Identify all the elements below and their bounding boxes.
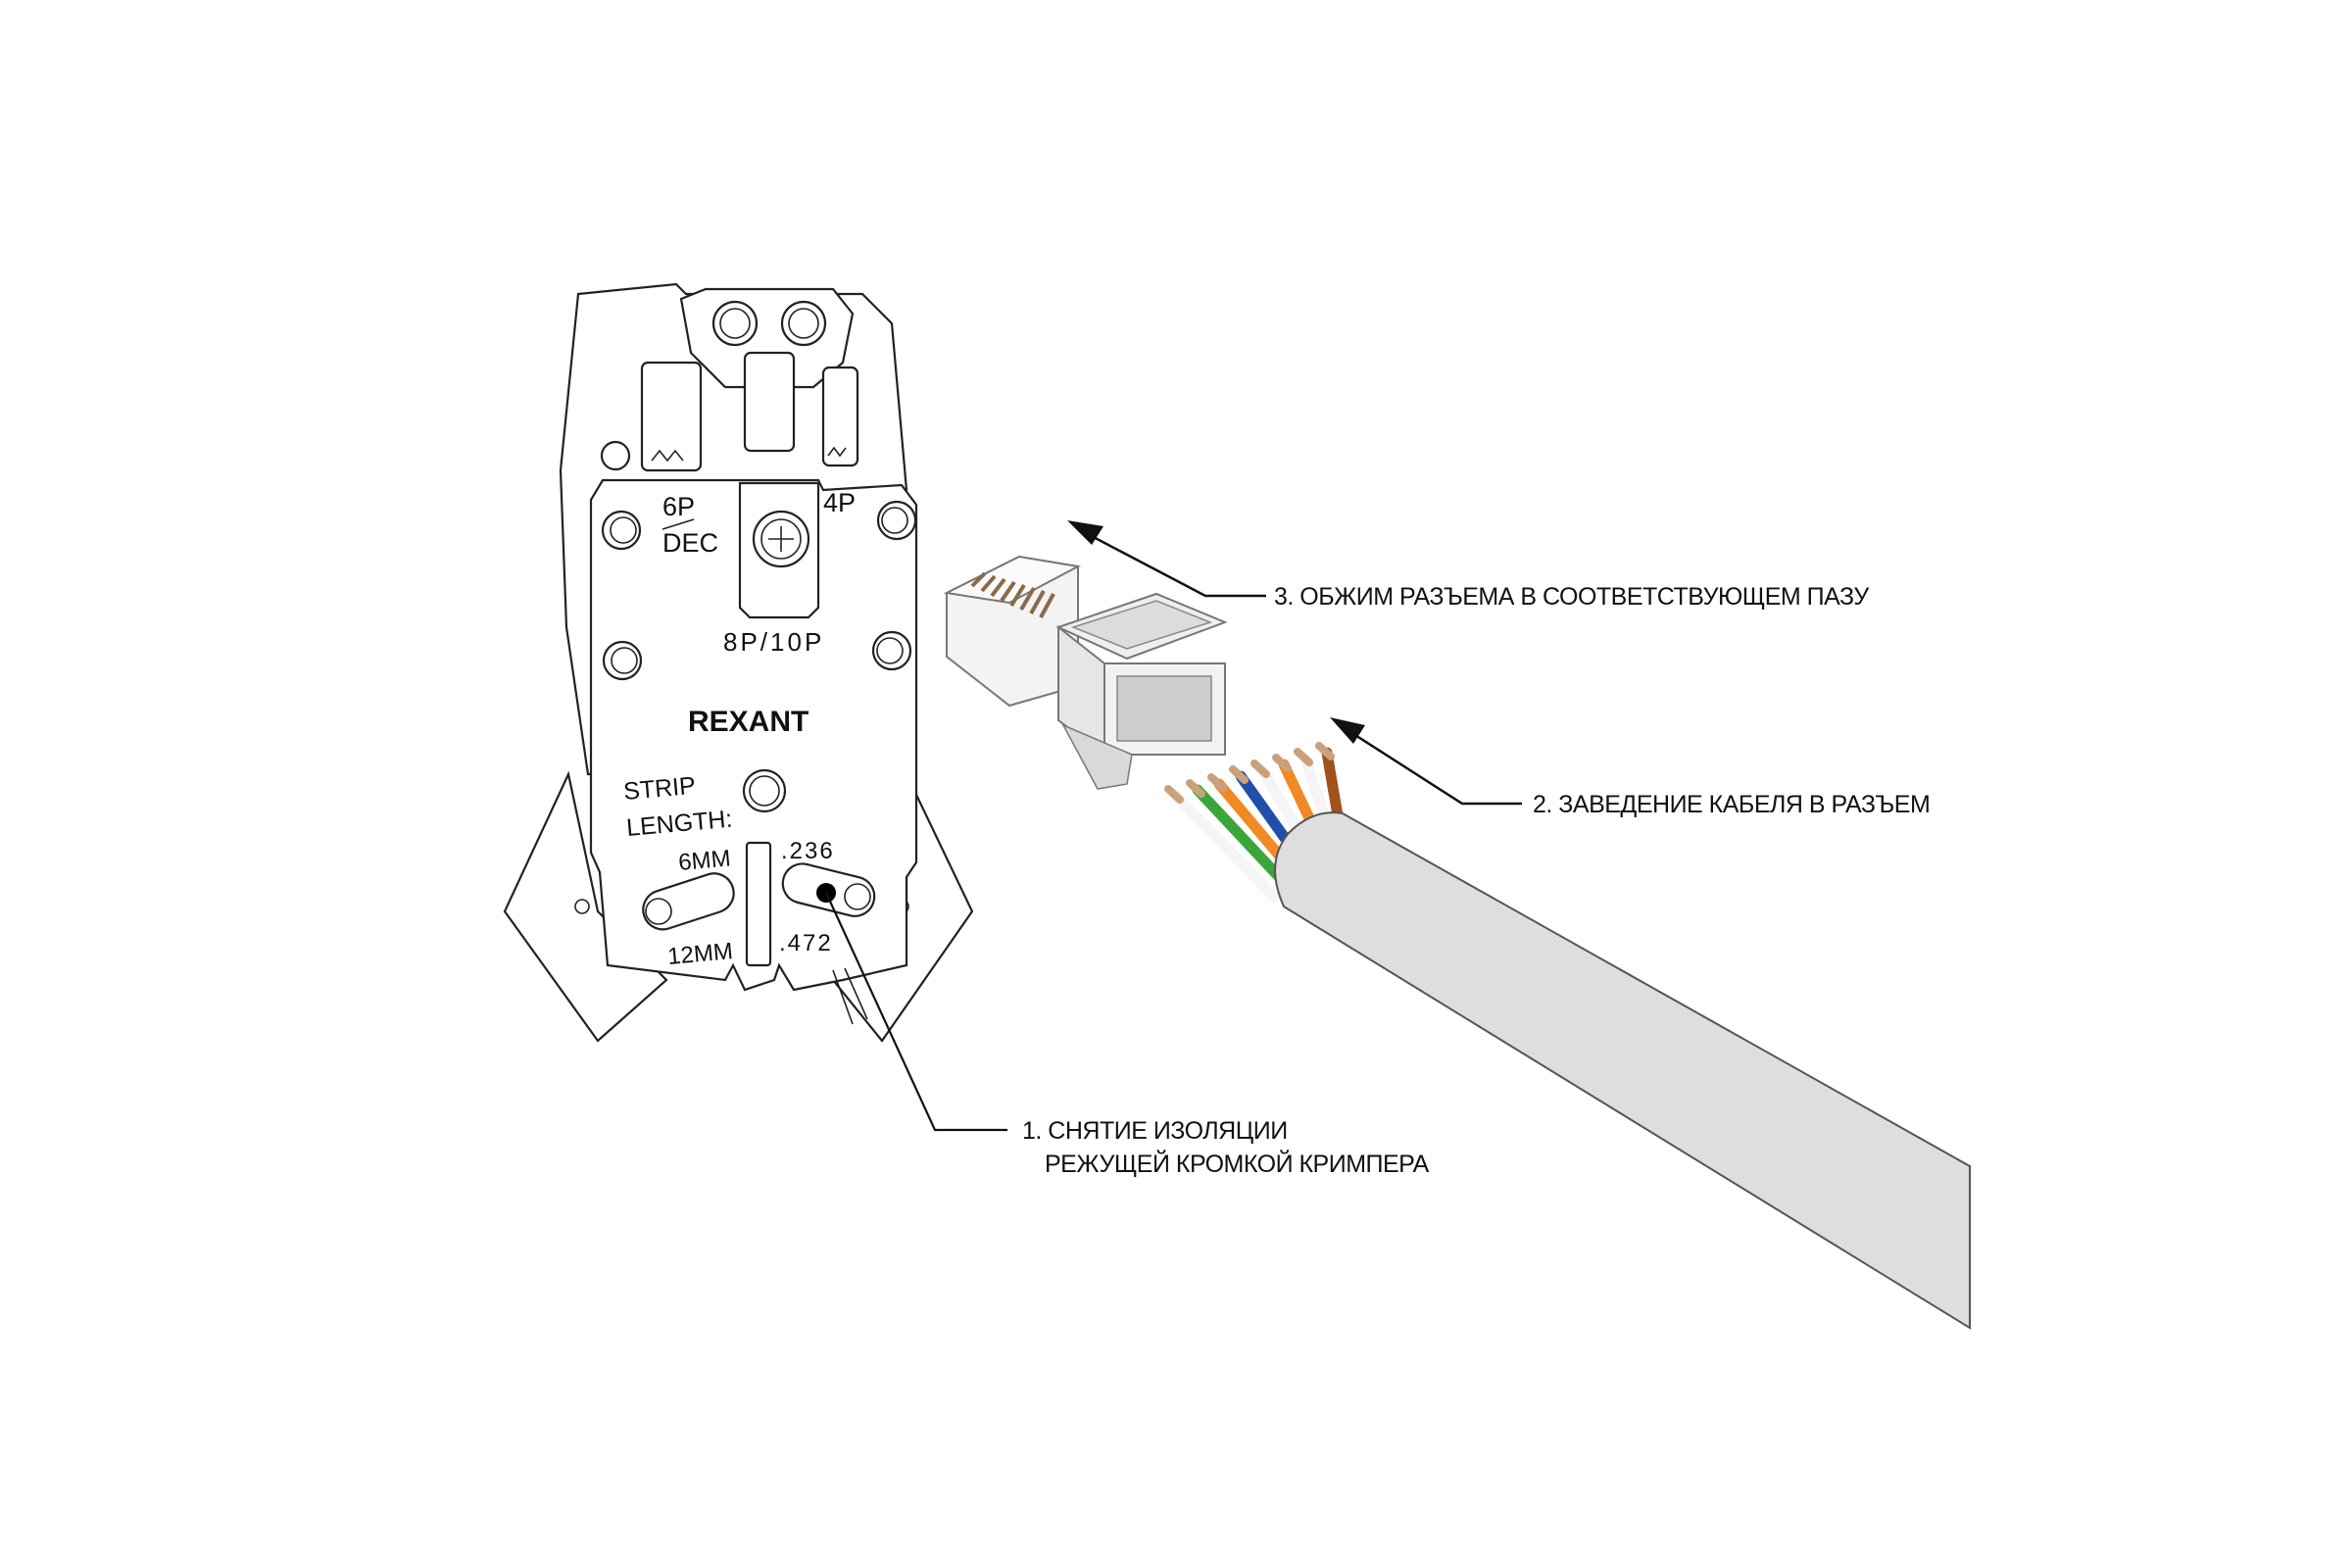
side-screw	[600, 440, 631, 471]
rj45-connector	[943, 555, 1228, 790]
step1-leader-line	[825, 892, 1007, 1132]
left-handle-wing	[503, 770, 668, 1043]
front-plate	[589, 478, 918, 992]
die-label-6p: 6P	[662, 492, 695, 521]
strip-adjuster-left	[642, 872, 735, 931]
cable-entry-opening	[1116, 675, 1212, 742]
step2-label: 2. ЗАВЕДЕНИЕ КАБЕЛЯ В РАЗЪЕМ	[1533, 791, 1930, 818]
die-label-4p: 4P	[823, 488, 856, 517]
strip-6mm-label: 6MM	[677, 845, 731, 876]
step1-label-line2: РЕЖУЩЕЙ КРОМКОЙ КРИМПЕРА	[1045, 1149, 1430, 1178]
latch-clip	[1061, 723, 1133, 790]
strip-472-label: .472	[779, 930, 833, 956]
die-label-8p10p: 8P/10P	[723, 627, 824, 657]
strip-236-label: .236	[781, 838, 835, 864]
twisted-pair-cable	[1164, 742, 1971, 1330]
step3-label: 3. ОБЖИМ РАЗЪЕМА В СООТВЕТСТВУЮЩЕМ ПАЗУ	[1274, 583, 1869, 611]
die-label-dec: DEC	[662, 528, 718, 558]
stripping-blade-slot	[745, 841, 772, 967]
brand-logo: REXANT	[688, 706, 808, 738]
strip-label: STRIP	[622, 772, 697, 806]
step3-arrow	[1067, 520, 1266, 598]
wire-copper-tips	[1164, 742, 1335, 804]
strip-12mm-label: 12MM	[666, 938, 734, 970]
step2-arrow	[1330, 717, 1522, 806]
connector-contacts	[970, 571, 1055, 618]
step1-label-line1: 1. СНЯТИЕ ИЗОЛЯЦИИ	[1022, 1117, 1288, 1145]
cable-jacket	[1274, 811, 1971, 1330]
plate-screws	[601, 500, 917, 813]
crimper-tool: 6P DEC 4P 8P/10P REXANT STRIP LENGTH: 6M…	[503, 282, 974, 1043]
